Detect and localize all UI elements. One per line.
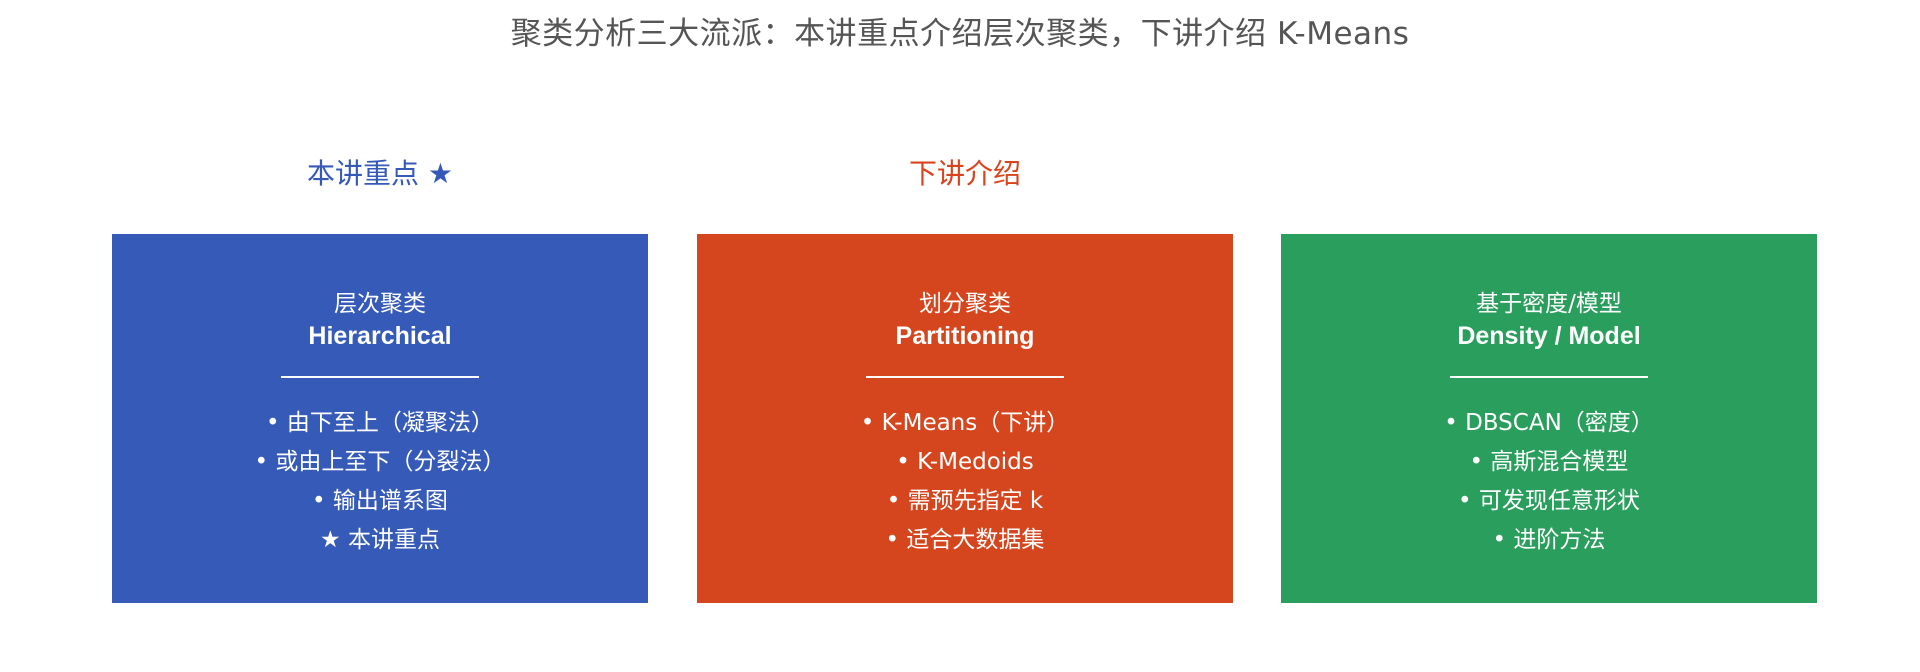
next-lecture-label: 下讲介绍 [908, 157, 1021, 190]
card-title-en: Density / Model [1457, 322, 1641, 350]
card-item: • 适合大数据集 [885, 527, 1045, 553]
card-item: ★ 本讲重点 [320, 527, 440, 553]
card-item: • 进阶方法 [1492, 527, 1606, 553]
card-item: • K-Medoids [896, 449, 1034, 475]
card-item: • 输出谱系图 [312, 488, 448, 514]
card-title-zh: 基于密度/模型 [1476, 291, 1622, 317]
card-item-list: • DBSCAN（密度） • 高斯混合模型 • 可发现任意形状 • 进阶方法 [1281, 404, 1817, 560]
card-divider [866, 376, 1064, 378]
card-item: • 或由上至下（分裂法） [254, 449, 506, 475]
card-item-list: • K-Means（下讲） • K-Medoids • 需预先指定 k • 适合… [697, 404, 1233, 560]
card-item: • K-Means（下讲） [860, 410, 1070, 436]
card-divider [281, 376, 479, 378]
card-title-zh: 划分聚类 [919, 291, 1011, 317]
card-item-list: • 由下至上（凝聚法） • 或由上至下（分裂法） • 输出谱系图 ★ 本讲重点 [112, 404, 648, 560]
page-title: 聚类分析三大流派：本讲重点介绍层次聚类，下讲介绍 K-Means [510, 16, 1410, 52]
density-model-card: 基于密度/模型 Density / Model • DBSCAN（密度） • 高… [1281, 234, 1817, 603]
card-item: • 需预先指定 k [886, 488, 1044, 514]
card-title-en: Hierarchical [308, 322, 452, 350]
card-title-zh: 层次聚类 [334, 291, 426, 317]
focus-label: 本讲重点 ★ [306, 157, 453, 190]
card-item: • 由下至上（凝聚法） [266, 410, 494, 436]
partitioning-card: 划分聚类 Partitioning • K-Means（下讲） • K-Medo… [697, 234, 1233, 603]
hierarchical-card: 层次聚类 Hierarchical • 由下至上（凝聚法） • 或由上至下（分裂… [112, 234, 648, 603]
card-item: • DBSCAN（密度） [1444, 410, 1654, 436]
card-title-en: Partitioning [895, 322, 1035, 350]
card-item: • 高斯混合模型 [1469, 449, 1629, 475]
card-divider [1450, 376, 1648, 378]
card-item: • 可发现任意形状 [1458, 488, 1640, 514]
